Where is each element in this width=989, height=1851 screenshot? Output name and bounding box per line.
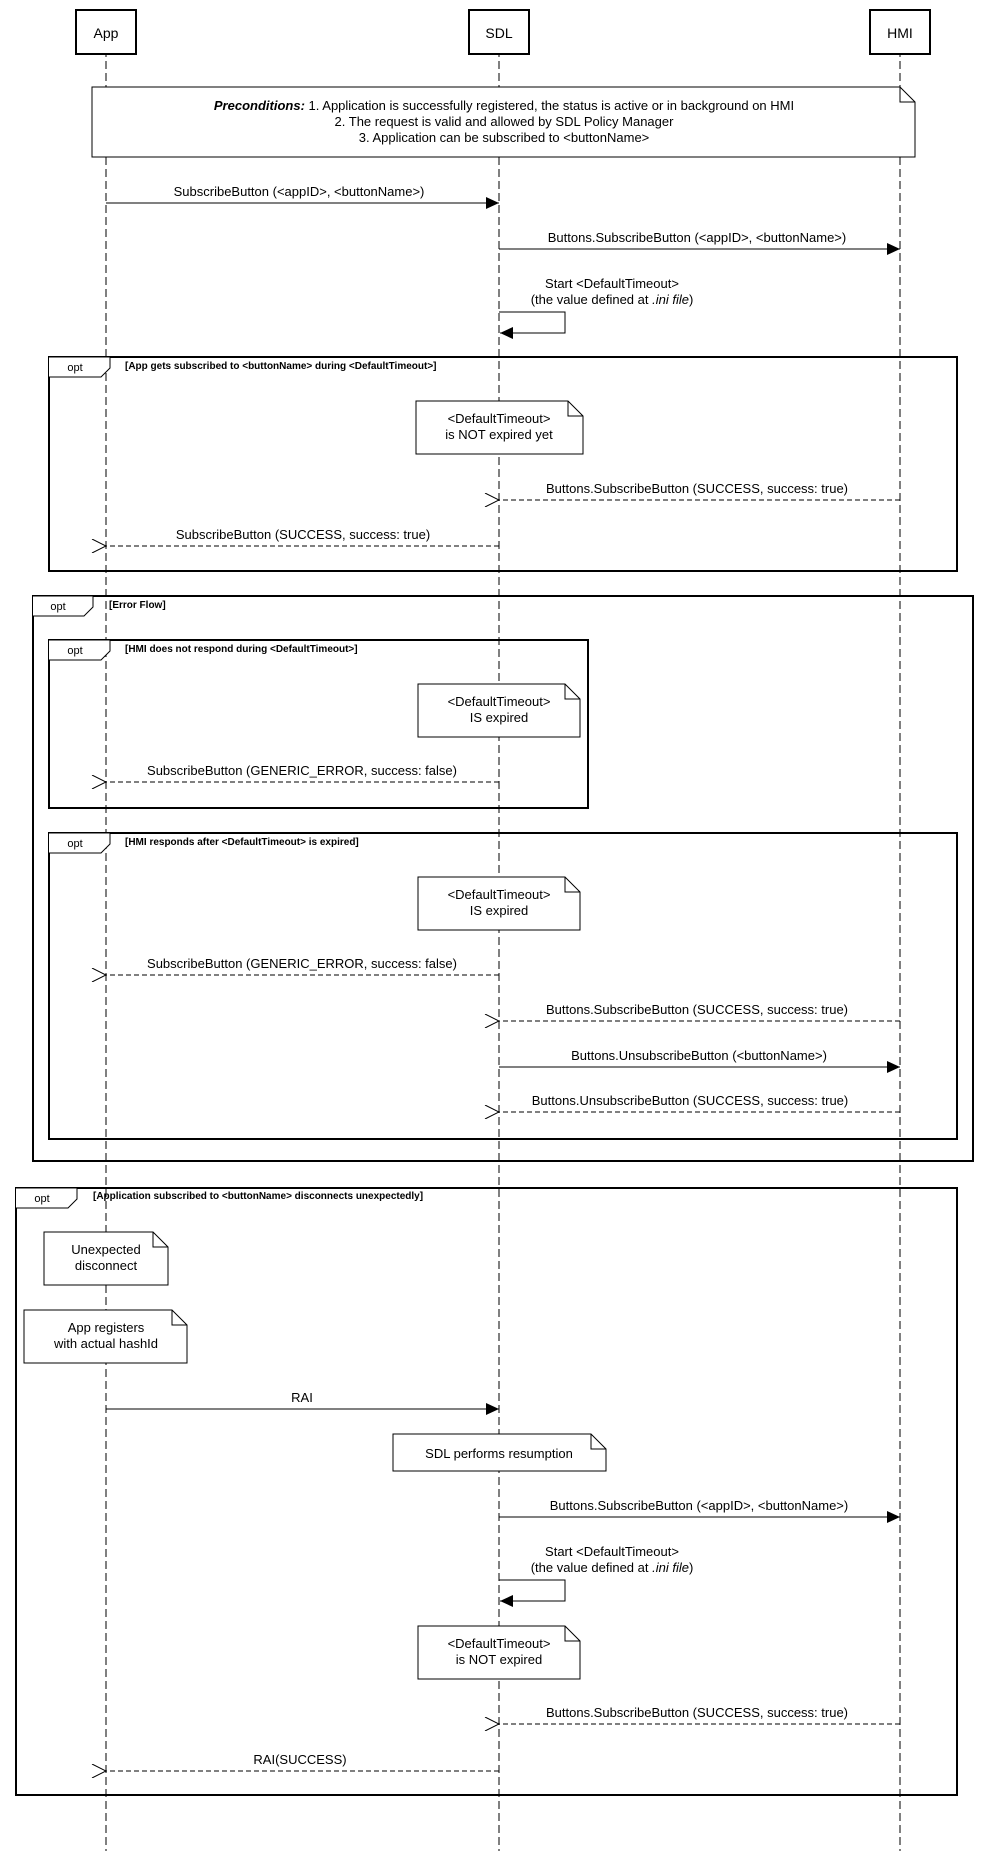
note-sdl-performs-resumption: SDL performs resumption — [392, 1433, 607, 1472]
message-subscribe-button-generic-error-2: SubscribeButton (GENERIC_ERROR, success:… — [106, 956, 499, 975]
note-app-registers: App registers with actual hashId — [23, 1309, 188, 1364]
note-line1: <DefaultTimeout> — [448, 411, 551, 426]
message-start-timeout: Start <DefaultTimeout> (the value define… — [499, 276, 694, 339]
fragment-tag: opt — [67, 362, 82, 374]
fragment-tag: opt — [50, 601, 65, 613]
message-label: Start <DefaultTimeout> — [545, 1544, 679, 1559]
message-label: Buttons.SubscribeButton (<appID>, <butto… — [548, 230, 846, 245]
message-buttons-subscribe-late-response: Buttons.SubscribeButton (SUCCESS, succes… — [499, 1002, 900, 1021]
fragment-guard: [Application subscribed to <buttonName> … — [93, 1191, 423, 1202]
message-subscribe-button-request: SubscribeButton (<appID>, <buttonName>) — [106, 184, 499, 209]
preconditions-text1: 1. Application is successfully registere… — [309, 98, 795, 113]
note-line2: is NOT expired — [456, 1652, 542, 1667]
fragment-opt-hmi-late-response: opt [HMI responds after <DefaultTimeout>… — [48, 832, 958, 1140]
message-label: Buttons.SubscribeButton (SUCCESS, succes… — [546, 1002, 848, 1017]
message-label: Buttons.SubscribeButton (SUCCESS, succes… — [546, 481, 848, 496]
message-label: SubscribeButton (<appID>, <buttonName>) — [174, 184, 425, 199]
message-label: Start <DefaultTimeout> — [545, 276, 679, 291]
fragment-guard: [App gets subscribed to <buttonName> dur… — [125, 361, 437, 372]
message-start-timeout-resume: Start <DefaultTimeout> (the value define… — [499, 1544, 694, 1607]
note-line1: <DefaultTimeout> — [448, 887, 551, 902]
note-timeout-expired: <DefaultTimeout> IS expired — [417, 683, 581, 738]
message-buttons-unsubscribe-response: Buttons.UnsubscribeButton (SUCCESS, succ… — [499, 1093, 900, 1112]
fragment-opt-subscribed: opt [App gets subscribed to <buttonName>… — [48, 356, 958, 572]
fragment-opt-hmi-no-response: opt [HMI does not respond during <Defaul… — [48, 639, 589, 809]
note-line2: with actual hashId — [53, 1336, 158, 1351]
participant-app: App — [75, 9, 137, 55]
message-label: RAI(SUCCESS) — [253, 1752, 346, 1767]
message-buttons-subscribe-request: Buttons.SubscribeButton (<appID>, <butto… — [499, 230, 900, 255]
note-line1: App registers — [68, 1320, 145, 1335]
note-timeout-not-expired: <DefaultTimeout> is NOT expired — [417, 1625, 581, 1680]
message-buttons-subscribe-response: Buttons.SubscribeButton (SUCCESS, succes… — [499, 481, 900, 500]
message-buttons-subscribe-request-resume: Buttons.SubscribeButton (<appID>, <butto… — [499, 1498, 900, 1523]
preconditions-heading: Preconditions: — [214, 98, 305, 113]
message-label: Buttons.SubscribeButton (SUCCESS, succes… — [546, 1705, 848, 1720]
fragment-tag: opt — [67, 645, 82, 657]
message-label: SubscribeButton (GENERIC_ERROR, success:… — [147, 763, 457, 778]
fragment-tag: opt — [67, 838, 82, 850]
message-label: Buttons.UnsubscribeButton (SUCCESS, succ… — [532, 1093, 848, 1108]
fragment-guard: [Error Flow] — [109, 600, 166, 611]
message-buttons-subscribe-response-resume: Buttons.SubscribeButton (SUCCESS, succes… — [499, 1705, 900, 1724]
fragment-opt-error-flow: opt [Error Flow] — [32, 595, 974, 1162]
lifelines — [105, 49, 901, 1851]
fragment-guard: [HMI does not respond during <DefaultTim… — [125, 644, 358, 655]
note-line1: <DefaultTimeout> — [448, 694, 551, 709]
preconditions-line1: Preconditions: 1. Application is success… — [214, 98, 794, 113]
message-label: RAI — [291, 1390, 313, 1405]
fragment-tag: opt — [34, 1193, 49, 1205]
participant-sdl-label: SDL — [485, 25, 512, 41]
message-rai-success: RAI(SUCCESS) — [106, 1752, 499, 1771]
message-label: SubscribeButton (GENERIC_ERROR, success:… — [147, 956, 457, 971]
note-unexpected-disconnect: Unexpected disconnect — [43, 1231, 169, 1286]
message-buttons-unsubscribe-request: Buttons.UnsubscribeButton (<buttonName>) — [499, 1048, 900, 1073]
message-label-line2: (the value defined at .ini file) — [531, 292, 694, 307]
message-subscribe-button-generic-error: SubscribeButton (GENERIC_ERROR, success:… — [106, 763, 499, 782]
note-line1: SDL performs resumption — [425, 1446, 573, 1461]
message-label: SubscribeButton (SUCCESS, success: true) — [176, 527, 430, 542]
note-line2: is NOT expired yet — [445, 427, 553, 442]
message-subscribe-button-response: SubscribeButton (SUCCESS, success: true) — [106, 527, 499, 546]
note-timeout-expired-2: <DefaultTimeout> IS expired — [417, 876, 581, 931]
participant-hmi: HMI — [869, 9, 931, 55]
participant-hmi-label: HMI — [887, 25, 913, 41]
note-line1: Unexpected — [71, 1242, 140, 1257]
preconditions-line3: 3. Application can be subscribed to <but… — [359, 130, 650, 145]
message-rai: RAI — [106, 1390, 499, 1415]
note-line1: <DefaultTimeout> — [448, 1636, 551, 1651]
participant-app-label: App — [94, 25, 119, 41]
note-line2: IS expired — [470, 903, 529, 918]
fragment-guard: [HMI responds after <DefaultTimeout> is … — [125, 837, 359, 848]
message-label-line2: (the value defined at .ini file) — [531, 1560, 694, 1575]
note-timeout-not-expired-yet: <DefaultTimeout> is NOT expired yet — [415, 400, 584, 455]
participant-sdl: SDL — [468, 9, 530, 55]
fragment-opt-disconnect: opt [Application subscribed to <buttonNa… — [15, 1187, 958, 1796]
message-label: Buttons.UnsubscribeButton (<buttonName>) — [571, 1048, 827, 1063]
preconditions-line2: 2. The request is valid and allowed by S… — [335, 114, 675, 129]
note-line2: disconnect — [75, 1258, 138, 1273]
note-line2: IS expired — [470, 710, 529, 725]
preconditions-note: Preconditions: 1. Application is success… — [91, 86, 916, 158]
message-label: Buttons.SubscribeButton (<appID>, <butto… — [550, 1498, 848, 1513]
